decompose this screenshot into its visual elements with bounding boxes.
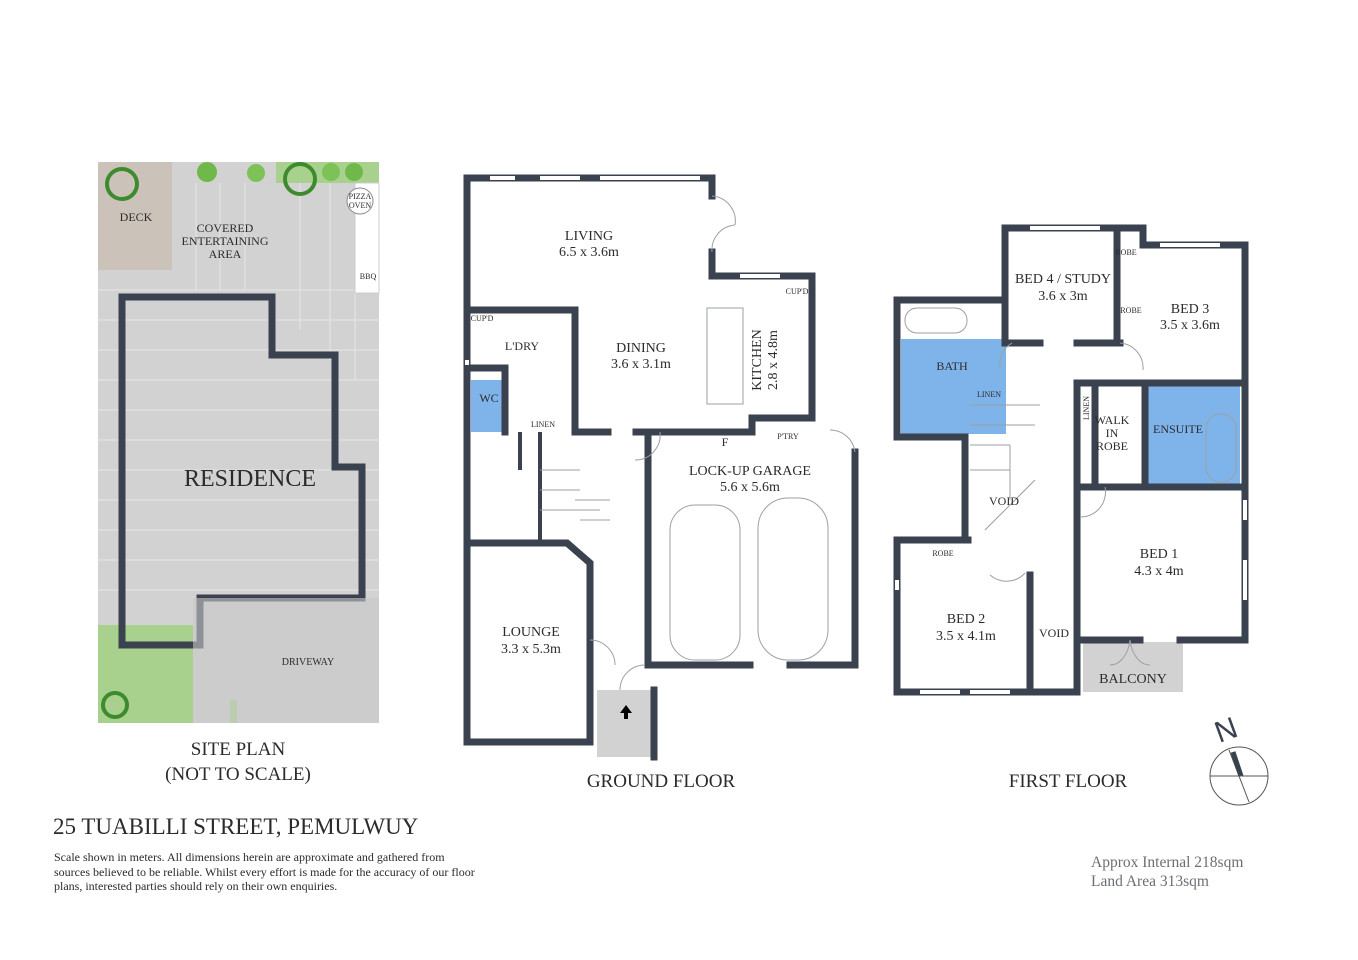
first-floor-plan: BED 4 / STUDY 3.6 x 3m BED 3 3.5 x 3.6m … <box>893 224 1249 792</box>
site-plan-subcaption: (NOT TO SCALE) <box>165 764 311 785</box>
linen-label: LINEN <box>977 390 1001 399</box>
compass: N <box>1209 711 1269 806</box>
ground-floor-caption: GROUND FLOOR <box>587 771 736 792</box>
compass-needle-north <box>1230 751 1244 777</box>
property-address: 25 TUABILLI STREET, PEMULWUY <box>53 814 419 839</box>
entry-porch <box>597 690 654 757</box>
tree-icon <box>197 162 217 182</box>
site-plan-caption: SITE PLAN <box>191 739 286 760</box>
covered-label: COVERED <box>197 221 254 235</box>
living-size: 6.5 x 3.6m <box>559 245 619 260</box>
ensuite-label: ENSUITE <box>1153 422 1203 436</box>
pizza-label: PIZZA <box>349 192 372 201</box>
kitchen-size: 2.8 x 4.8m <box>766 330 781 390</box>
kitchen-island <box>706 307 744 405</box>
pizza-oven <box>346 187 374 215</box>
kitchen-label: KITCHEN <box>750 329 765 390</box>
living-label: LIVING <box>565 229 613 244</box>
robe-label: ROBE <box>1115 248 1136 257</box>
walk-in-robe-label: IN <box>1106 426 1119 440</box>
bed4-label: BED 4 / STUDY <box>1015 272 1111 287</box>
bathtub-icon <box>904 307 968 334</box>
bath-label: BATH <box>936 359 968 373</box>
laundry-label: L'DRY <box>505 339 540 353</box>
bed1-size: 4.3 x 4m <box>1134 564 1184 579</box>
disclaimer-line: Scale shown in meters. All dimensions he… <box>54 850 445 864</box>
area-summary: Approx Internal 218sqm Land Area 313sqm <box>1091 853 1243 891</box>
cupboard-label: CUP'D <box>786 287 809 296</box>
lawn <box>98 625 193 723</box>
bed3-label: BED 3 <box>1171 302 1210 317</box>
car-icon <box>669 504 741 661</box>
dining-label: DINING <box>616 341 666 356</box>
first-floor-caption: FIRST FLOOR <box>1009 771 1128 792</box>
tree-icon <box>101 691 129 719</box>
bed2-label: BED 2 <box>947 612 986 627</box>
driveway-label: DRIVEWAY <box>282 657 334 668</box>
ground-floor-plan: LIVING 6.5 x 3.6m DINING 3.6 x 3.1m KITC… <box>463 174 859 792</box>
robe-label: ROBE <box>932 549 953 558</box>
pantry-label: P'TRY <box>777 432 799 441</box>
dining-size: 3.6 x 3.1m <box>611 357 671 372</box>
wc-wet-area <box>471 380 505 432</box>
disclaimer-line: sources believed to be reliable. Whilst … <box>54 864 475 879</box>
pizza-label: OVEN <box>349 201 371 210</box>
tree-icon <box>105 167 139 201</box>
wc-label: WC <box>479 391 498 405</box>
site-plan: DECK COVERED ENTERTAINING AREA PIZZA OVE… <box>98 162 380 785</box>
residence-label: RESIDENCE <box>184 466 316 492</box>
void-label: VOID <box>989 494 1019 508</box>
tree-icon <box>247 164 265 182</box>
entry-arrow-icon <box>620 705 632 719</box>
bath-wet-area <box>901 339 1006 434</box>
tree-icon <box>345 163 363 181</box>
linen-label: LINEN <box>1082 396 1091 420</box>
bbq-label: BBQ <box>360 272 377 281</box>
disclaimer: Scale shown in meters. All dimensions he… <box>54 850 534 894</box>
paving-grid <box>98 183 379 591</box>
car-icon <box>757 497 829 661</box>
bed3-size: 3.5 x 3.6m <box>1160 318 1220 333</box>
garage-size: 5.6 x 5.6m <box>720 480 780 495</box>
driveway-area <box>193 598 379 723</box>
tree-icon <box>283 162 317 196</box>
ensuite-wet-area <box>1148 386 1240 486</box>
deck-label: DECK <box>120 210 153 224</box>
lounge-size: 3.3 x 5.3m <box>501 642 561 657</box>
void-label: VOID <box>1039 626 1069 640</box>
robe-label: ROBE <box>1120 306 1141 315</box>
fridge-label: F <box>722 435 729 449</box>
internal-area: Approx Internal 218sqm <box>1091 854 1244 871</box>
residence-outline <box>118 293 366 649</box>
bed1-label: BED 1 <box>1140 547 1179 562</box>
tree-icon <box>322 163 340 181</box>
linen-label: LINEN <box>531 420 555 429</box>
cupboard-label: CUP'D <box>471 314 494 323</box>
covered-label: AREA <box>209 247 242 261</box>
disclaimer-line: plans, interested parties should rely on… <box>54 879 338 893</box>
covered-label: ENTERTAINING <box>182 234 269 248</box>
bed4-size: 3.6 x 3m <box>1038 289 1088 304</box>
north-label: N <box>1210 711 1242 749</box>
lounge-label: LOUNGE <box>502 625 560 640</box>
land-area: Land Area 313sqm <box>1091 873 1209 890</box>
trees <box>101 162 363 719</box>
bed2-size: 3.5 x 4.1m <box>936 629 996 644</box>
balcony-label: BALCONY <box>1099 672 1167 687</box>
bathtub-icon <box>1205 413 1237 483</box>
garage-label: LOCK-UP GARAGE <box>689 464 811 479</box>
walk-in-robe-label: ROBE <box>1096 439 1128 453</box>
walk-in-robe-label: WALK <box>1095 413 1130 427</box>
